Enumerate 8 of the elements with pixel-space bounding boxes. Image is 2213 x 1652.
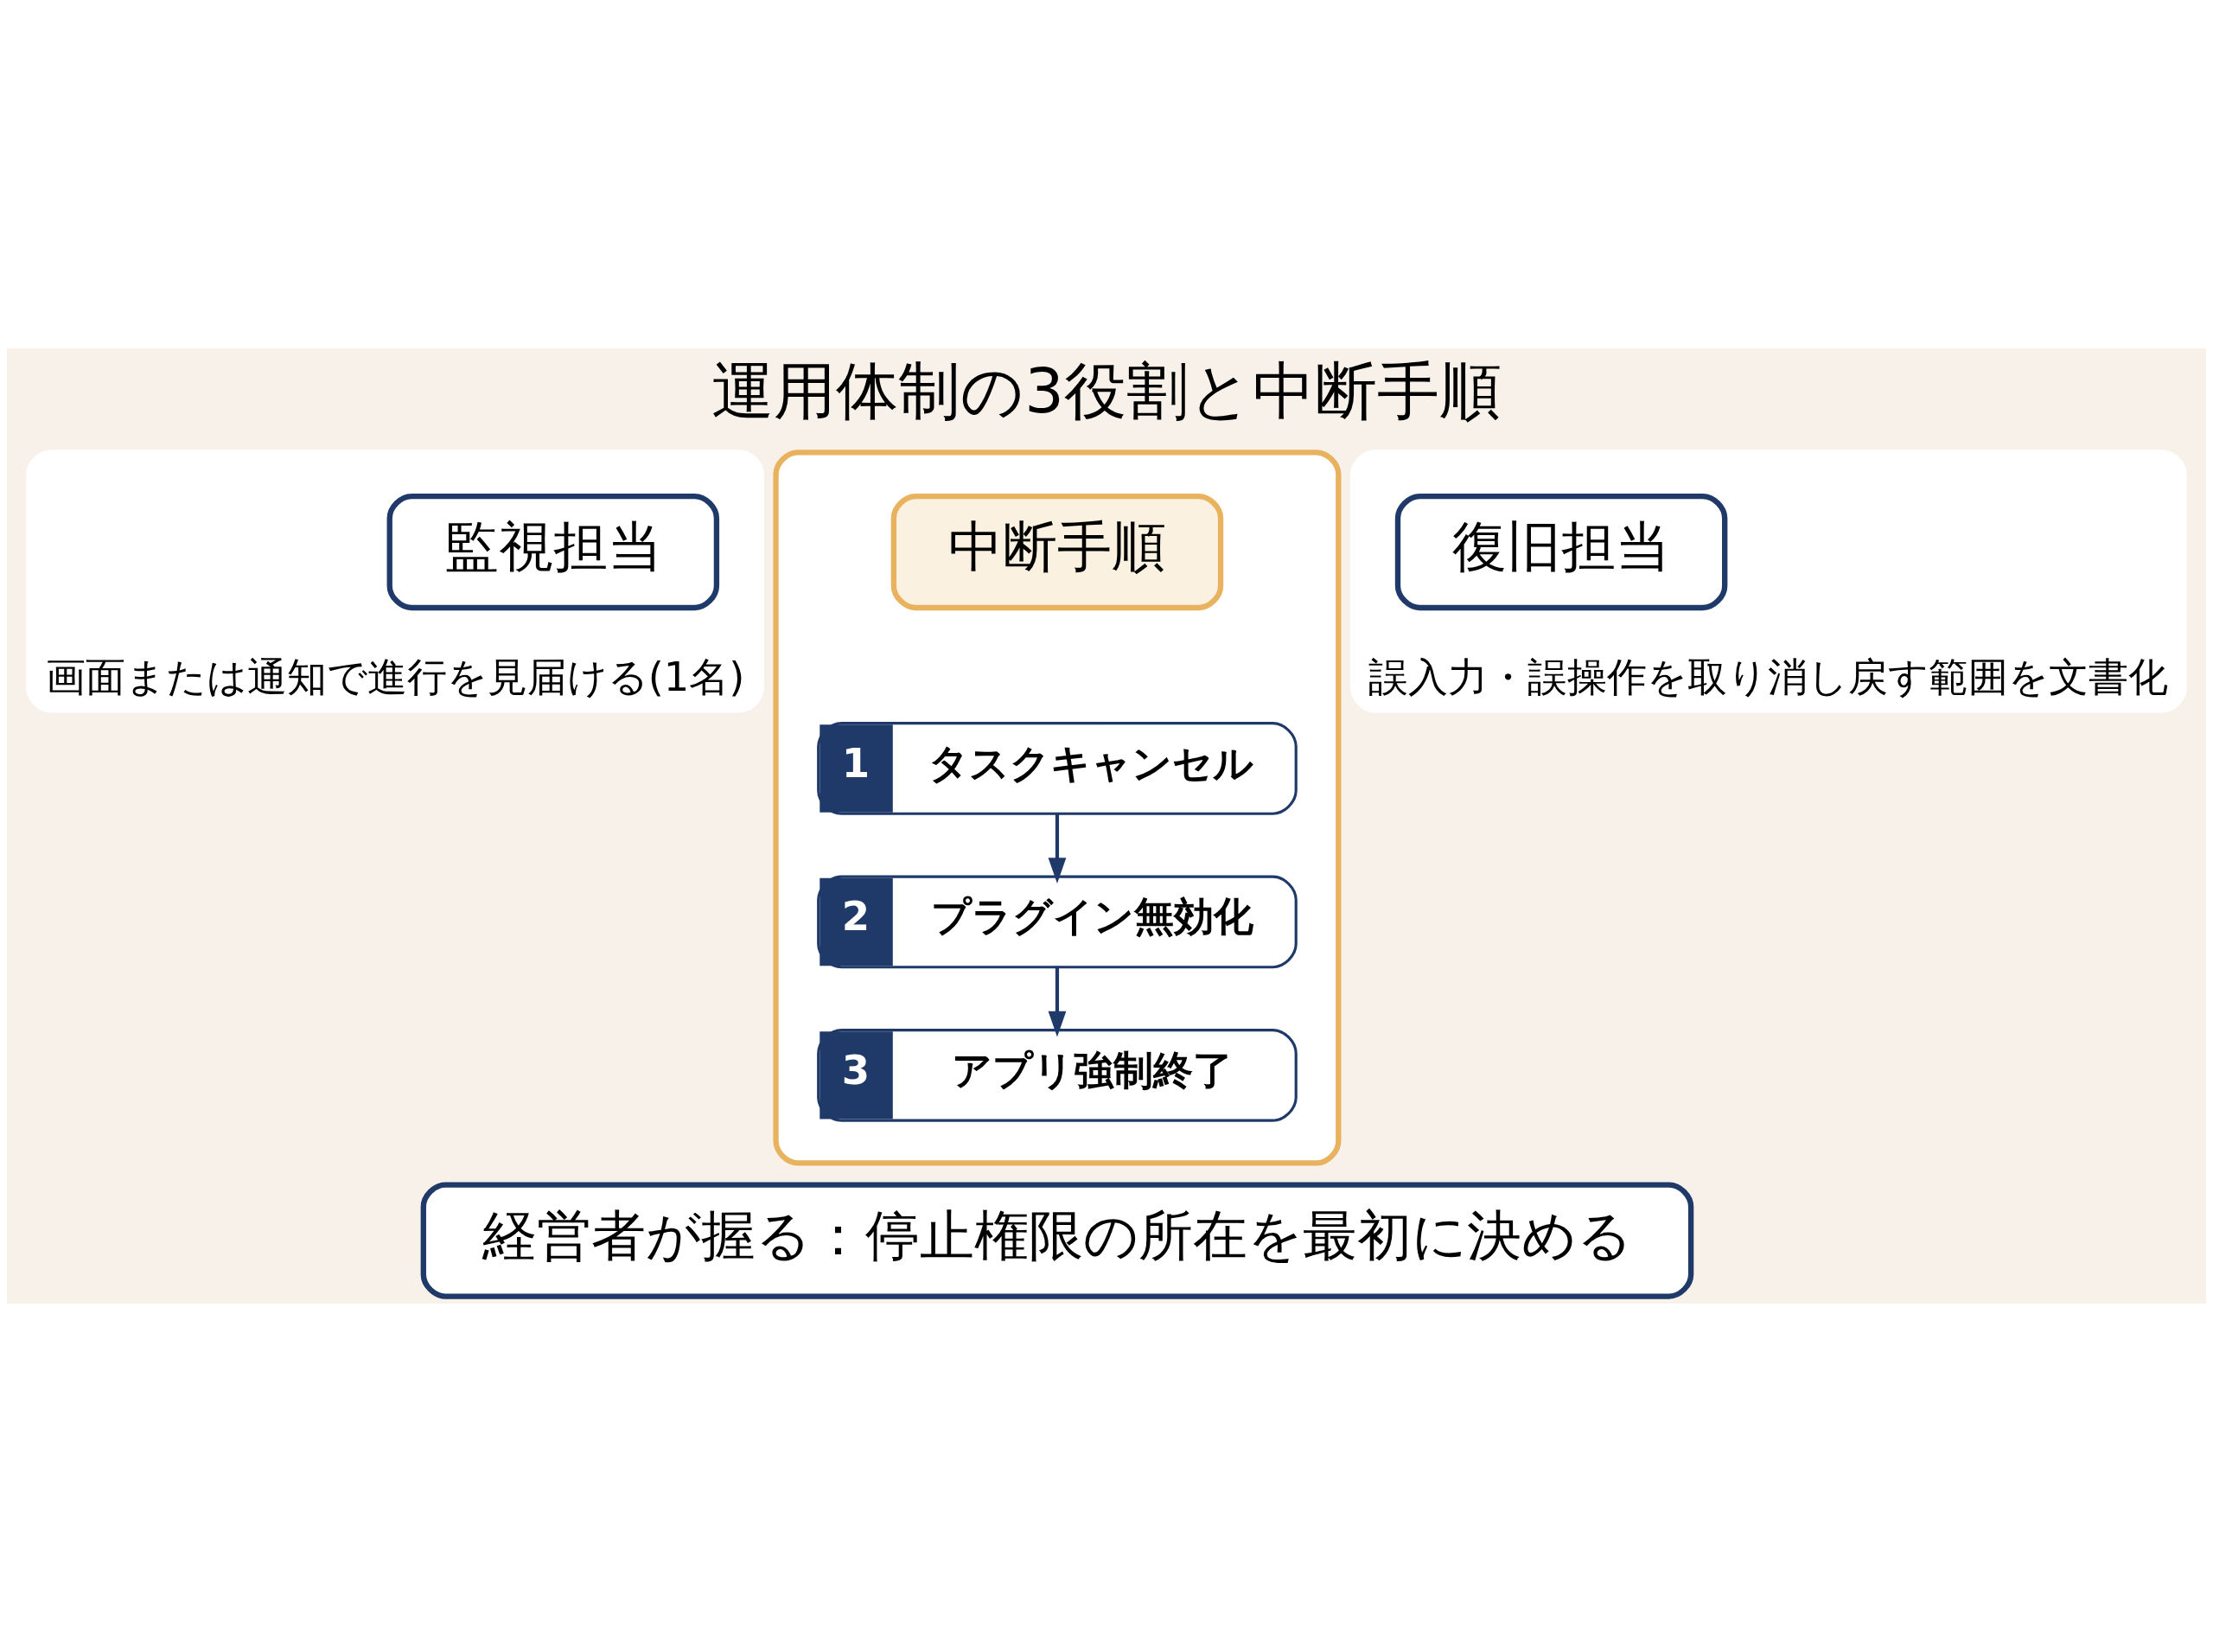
node-box: 復旧担当 [1394, 493, 1728, 611]
diagram-title: 運用体制の3役割と中断手順 [711, 354, 1502, 428]
cluster [773, 450, 1342, 1166]
node-box: 監視担当 [386, 493, 720, 611]
node-box: 経営者が握る：停止権限の所在を最初に決める [420, 1182, 1694, 1299]
arrow [1048, 813, 1067, 883]
arrow [1048, 966, 1067, 1037]
node-box: 中断手順 [890, 493, 1224, 611]
